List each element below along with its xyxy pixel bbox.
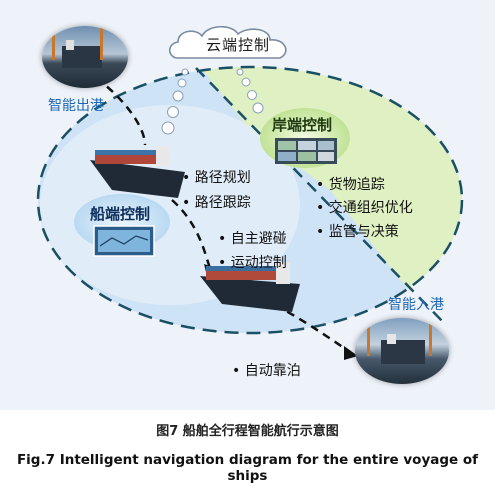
departure-label: 智能出港 xyxy=(48,98,104,114)
shore-function-supervision-decision: 监管与决策 xyxy=(316,224,399,240)
thought-bubbles-left xyxy=(161,68,189,135)
ship-function-auto-berthing: 自动靠泊 xyxy=(232,363,301,379)
departure-port-photo xyxy=(42,26,128,88)
cloud-control-label: 云端控制 xyxy=(206,36,271,54)
route-arrowhead-3 xyxy=(344,346,358,360)
cloud-icon xyxy=(168,25,287,59)
shore-function-traffic-optimization: 交通组织优化 xyxy=(316,200,413,216)
caption-english: Fig.7 Intelligent navigation diagram for… xyxy=(16,452,479,484)
route-arrow-1 xyxy=(95,76,147,146)
ship-function-collision-avoidance: 自主避碰 xyxy=(218,231,287,247)
ship-function-path-planning: 路径规划 xyxy=(182,170,251,186)
shore-function-cargo-tracking: 货物追踪 xyxy=(316,177,385,193)
arrival-port-photo xyxy=(355,318,449,384)
arrival-label: 智能入港 xyxy=(388,297,444,313)
ship-control-label: 船端控制 xyxy=(90,205,151,223)
shore-control-monitors xyxy=(275,138,337,164)
caption-chinese: 图7 船舶全行程智能航行示意图 xyxy=(156,424,339,439)
ship-function-path-tracking: 路径跟踪 xyxy=(182,195,251,211)
shore-control-label: 岸端控制 xyxy=(272,116,333,134)
voyage-ellipse-outline xyxy=(36,65,464,335)
ship-function-motion-control: 运动控制 xyxy=(218,255,287,271)
ship-control-screen xyxy=(93,225,155,257)
thought-bubbles-right xyxy=(236,68,264,114)
ship-illustration-1 xyxy=(90,146,185,198)
route-arrow-2 xyxy=(171,199,212,269)
route-arrow-3 xyxy=(274,303,351,354)
